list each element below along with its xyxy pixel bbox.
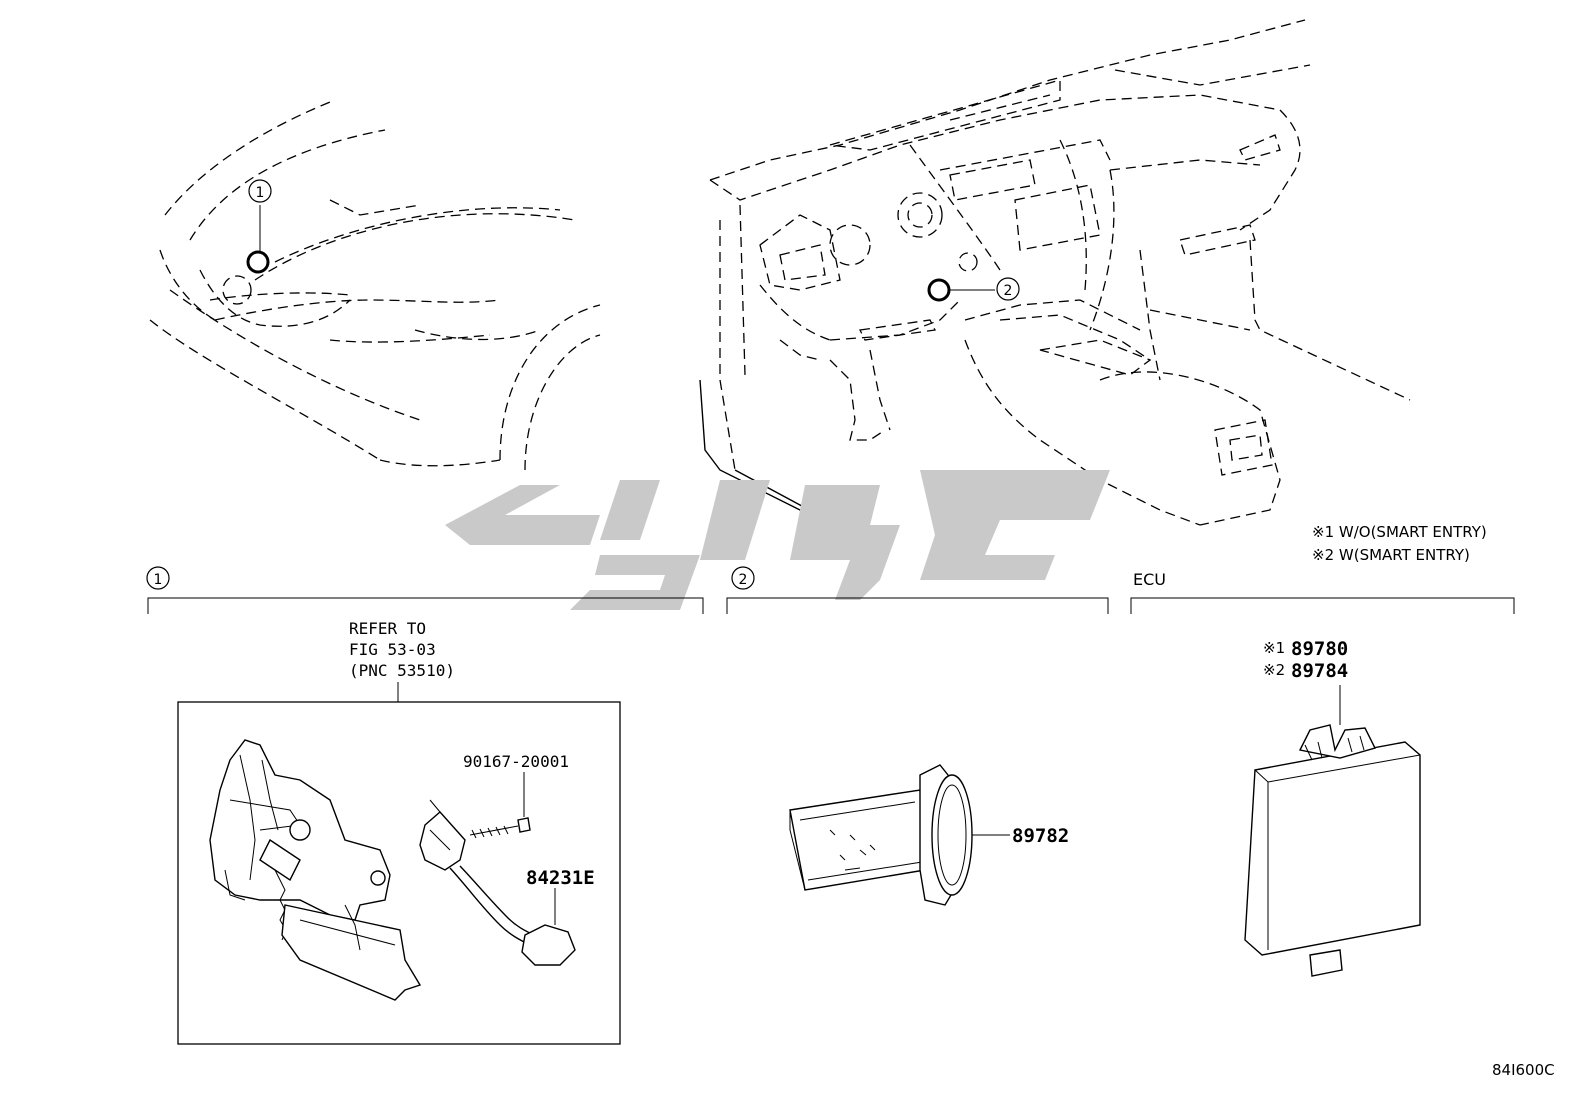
figure-code: 84I600C <box>1492 1061 1555 1079</box>
car-front-illustration: 1 <box>149 99 601 471</box>
refer-line-1: REFER TO <box>349 619 426 638</box>
section-ecu-title: ECU <box>1133 570 1166 589</box>
ecu-module <box>1244 724 1421 977</box>
refer-line-3: (PNC 53510) <box>349 661 455 680</box>
part-number-ecu-a: 89780 <box>1291 638 1348 660</box>
part-number-switch: 84231E <box>526 867 595 889</box>
hood-callout-number: 1 <box>256 185 265 201</box>
hood-lock-assembly <box>209 739 422 1001</box>
push-switch-part: 89782 <box>789 764 1069 906</box>
section-2-marker: 2 <box>739 572 748 588</box>
section-1-marker: 1 <box>154 572 163 588</box>
refer-line-2: FIG 53-03 <box>349 640 436 659</box>
ecu-part-labels: ※1 89780 ※2 89784 <box>1263 638 1348 725</box>
hood-lock-frame <box>177 701 621 1045</box>
refer-note: REFER TO FIG 53-03 (PNC 53510) <box>349 619 455 702</box>
note-without-smart-entry: ※1 W/O(SMART ENTRY) <box>1312 523 1487 541</box>
part-number-push-switch: 89782 <box>1012 825 1069 847</box>
part-number-bolt: 90167-20001 <box>463 752 569 771</box>
part-number-ecu-b: 89784 <box>1291 660 1348 682</box>
hood-courtesy-switch: 84231E <box>419 799 595 966</box>
section-2-bracket: 2 <box>726 566 1109 614</box>
dash-callout-number: 2 <box>1004 283 1013 299</box>
section-1-bracket: 1 <box>146 566 704 614</box>
note-with-smart-entry: ※2 W(SMART ENTRY) <box>1312 546 1470 564</box>
ecu-b-note-mark: ※2 <box>1263 661 1285 679</box>
watermark-logo <box>445 470 1110 610</box>
section-ecu-bracket: ECU <box>1130 570 1515 614</box>
hood-bolt: 90167-20001 <box>463 752 569 839</box>
ecu-a-note-mark: ※1 <box>1263 639 1285 657</box>
